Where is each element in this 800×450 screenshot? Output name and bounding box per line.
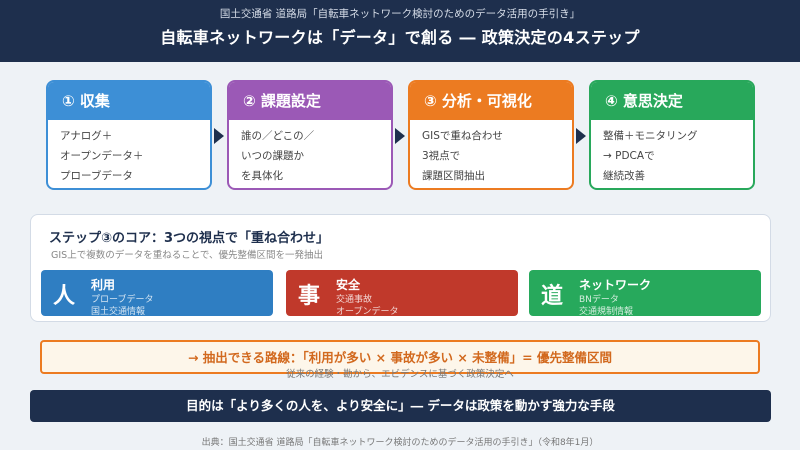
page-title: 自転車ネットワークは「データ」で創る ― 政策決定の4ステップ	[160, 28, 640, 47]
step-line: 誰の／どこの／	[241, 130, 315, 142]
viewpoint-symbol: 事	[298, 284, 321, 309]
arrow-right-icon	[576, 128, 586, 144]
step-card-issue: ② 課題設定 誰の／どこの／ いつの課題か を具体化	[227, 80, 393, 190]
viewpoint-name: 利用	[91, 278, 116, 292]
step-line: オープンデータ＋	[60, 150, 144, 162]
step-line: アナログ＋	[60, 130, 113, 142]
step-line: いつの課題か	[241, 150, 304, 162]
viewpoint-line: プローブデータ	[91, 295, 154, 305]
viewpoint-safety: 事 安全 交通事故 オープンデータ	[286, 270, 518, 317]
arrow-right-icon	[214, 128, 224, 144]
step-line: GISで重ね合わせ	[422, 130, 503, 142]
step-line: 整備＋モニタリング	[603, 130, 698, 142]
viewpoint-line: オープンデータ	[336, 307, 399, 317]
viewpoint-symbol: 人	[53, 284, 76, 309]
step-line: 継続改善	[603, 170, 645, 182]
step-title: ④ 意思決定	[591, 82, 753, 120]
core-title: ステップ③のコア：3つの視点で「重ね合わせ」	[49, 231, 330, 246]
step-line: 3視点で	[422, 150, 461, 162]
step-line: → PDCAで	[603, 150, 655, 162]
viewpoint-name: ネットワーク	[579, 278, 652, 292]
result-sub: 従来の経験・勘から、エビデンスに基づく政策決定へ	[286, 369, 514, 380]
step-title: ② 課題設定	[229, 82, 391, 120]
core-panel: ステップ③のコア：3つの視点で「重ね合わせ」 GIS上で複数のデータを重ねること…	[30, 214, 771, 322]
viewpoint-network: 道 ネットワーク BNデータ 交通規制情報	[529, 270, 761, 317]
result-main: → 抽出できる路線：「利用が多い × 事故が多い × 未整備」= 優先整備区間	[187, 350, 612, 365]
step-line: を具体化	[241, 170, 283, 182]
viewpoint-symbol: 道	[541, 284, 564, 309]
step-card-collect: ① 収集 アナログ＋ オープンデータ＋ プローブデータ	[46, 80, 212, 190]
step-title: ① 収集	[48, 82, 210, 120]
viewpoint-name: 安全	[336, 278, 361, 292]
header-banner: 国土交通省 道路局「自転車ネットワーク検討のためのデータ活用の手引き」 自転車ネ…	[0, 0, 800, 62]
source-note: 出典：国土交通省 道路局「自転車ネットワーク検討のためのデータ活用の手引き」（令…	[201, 438, 599, 448]
step-card-decision: ④ 意思決定 整備＋モニタリング → PDCAで 継続改善	[589, 80, 755, 190]
viewpoint-line: 国土交通情報	[91, 307, 146, 317]
purpose-banner: 目的は「より多くの人を、より安全に」― データは政策を動かす強力な手段	[30, 390, 771, 422]
header-subtitle: 国土交通省 道路局「自転車ネットワーク検討のためのデータ活用の手引き」	[219, 8, 581, 20]
viewpoint-line: 交通事故	[336, 295, 373, 305]
step-line: 課題区間抽出	[422, 170, 485, 182]
viewpoint-line: BNデータ	[579, 295, 619, 305]
step-line: プローブデータ	[60, 170, 133, 182]
arrow-right-icon	[395, 128, 405, 144]
result-box: → 抽出できる路線：「利用が多い × 事故が多い × 未整備」= 優先整備区間 …	[40, 340, 760, 380]
core-description: GIS上で複数のデータを重ねることで、優先整備区間を一発抽出	[51, 250, 324, 261]
viewpoint-usage: 人 利用 プローブデータ 国土交通情報	[41, 270, 273, 317]
step-card-analysis: ③ 分析・可視化 GISで重ね合わせ 3視点で 課題区間抽出	[408, 80, 574, 190]
viewpoint-line: 交通規制情報	[579, 307, 634, 317]
step-title: ③ 分析・可視化	[410, 82, 572, 120]
